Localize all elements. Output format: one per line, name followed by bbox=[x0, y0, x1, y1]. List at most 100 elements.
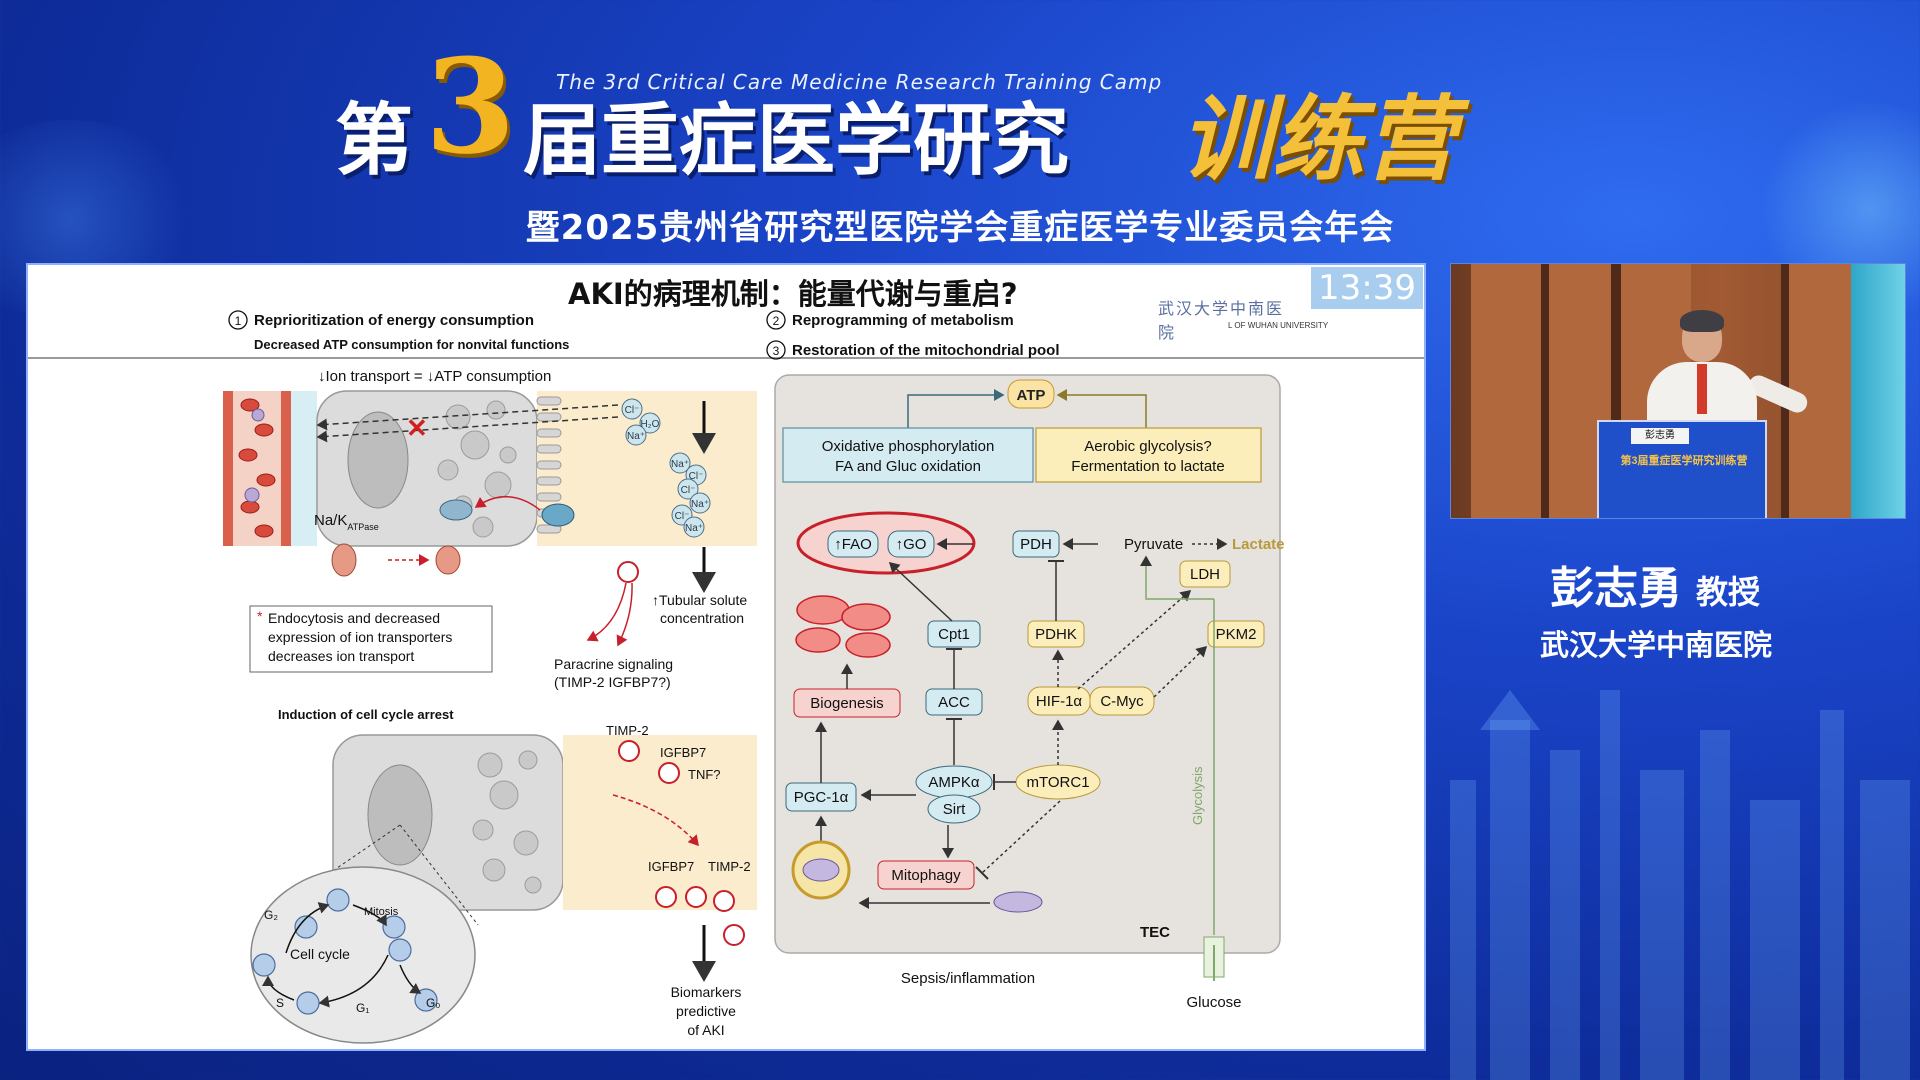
ldh-node bbox=[1179, 560, 1231, 588]
paracrine-label: Paracrine signaling bbox=[554, 656, 673, 672]
phase-g1: G₁ bbox=[356, 1001, 369, 1015]
speaker-name: 彭志勇教授 bbox=[1550, 552, 1760, 616]
svg-text:PKM2: PKM2 bbox=[1216, 626, 1257, 643]
banner-title-first: 第 bbox=[335, 96, 414, 186]
ion-label: Cl⁻ bbox=[675, 511, 690, 522]
svg-text:PDHK: PDHK bbox=[1035, 626, 1077, 643]
svg-text:FA and Gluc oxidation: FA and Gluc oxidation bbox=[835, 458, 981, 475]
ion-label: H₂O bbox=[641, 419, 660, 430]
banner-title-number: 3 bbox=[425, 30, 516, 183]
svg-text:HIF-1α: HIF-1α bbox=[1036, 693, 1083, 710]
ion-label: Cl⁻ bbox=[689, 471, 704, 482]
pyruvate-label: Pyruvate bbox=[1124, 536, 1183, 553]
paracrine-label: (TIMP-2 IGFBP7?) bbox=[554, 674, 671, 690]
speaker-title: 教授 bbox=[1696, 573, 1761, 611]
sirt-node bbox=[927, 794, 981, 824]
svg-text:PGC-1α: PGC-1α bbox=[794, 789, 849, 806]
endocytosis-box bbox=[249, 605, 493, 673]
university-logo: 武汉大学中南医院 L OF WUHAN UNIVERSITY bbox=[1158, 295, 1328, 342]
banner-title-middle: 届重症医学研究 bbox=[523, 96, 1070, 186]
svg-text:AMPKα: AMPKα bbox=[928, 774, 980, 791]
svg-text:3: 3 bbox=[773, 344, 780, 358]
svg-text:1: 1 bbox=[235, 314, 242, 328]
cpt1-node bbox=[927, 620, 981, 648]
go-node bbox=[887, 530, 935, 558]
timp2-label: TIMP-2 bbox=[606, 723, 649, 738]
mitochondrion bbox=[796, 511, 976, 575]
ion-label: Na⁺ bbox=[627, 431, 645, 442]
svg-text:Aerobic glycolysis?: Aerobic glycolysis? bbox=[1084, 438, 1212, 455]
lactate-label: Lactate bbox=[1232, 536, 1285, 553]
tnf-label: TNF? bbox=[688, 767, 721, 782]
sepsis-label: Sepsis/inflammation bbox=[901, 970, 1035, 987]
aerobic-glycolysis-box bbox=[1035, 427, 1262, 483]
svg-text:PDH: PDH bbox=[1020, 536, 1052, 553]
cmyc-node bbox=[1089, 686, 1155, 716]
university-logo-english: L OF WUHAN UNIVERSITY bbox=[1228, 321, 1329, 330]
speaker-organization: 武汉大学中南医院 bbox=[1540, 628, 1773, 662]
svg-text:LDH: LDH bbox=[1190, 566, 1220, 583]
ion-label: Na⁺ bbox=[685, 523, 703, 534]
banner-subtitle: 暨2025贵州省研究型医院学会重症医学专业委员会年会 bbox=[525, 208, 1395, 248]
slide-title: AKI的病理机制：能量代谢与重启? bbox=[568, 277, 1018, 311]
atp-node bbox=[1007, 379, 1055, 409]
svg-text:Cpt1: Cpt1 bbox=[938, 626, 970, 643]
ion-label: Cl⁻ bbox=[625, 405, 640, 416]
speaker-name-text: 彭志勇 bbox=[1550, 563, 1682, 614]
cell-cycle-label: Cell cycle bbox=[290, 946, 350, 962]
ion-label: Cl⁻ bbox=[681, 485, 696, 496]
tubular-solute-label: ↑Tubular solute bbox=[652, 592, 747, 608]
endocytosis-text: decreases ion transport bbox=[268, 648, 414, 664]
svg-text:ACC: ACC bbox=[938, 694, 970, 711]
svg-text:2: 2 bbox=[773, 314, 780, 328]
svg-text:Oxidative phosphorylation: Oxidative phosphorylation bbox=[822, 438, 995, 455]
phase-g0: G₀ bbox=[426, 996, 440, 1010]
ion-label: Na⁺ bbox=[691, 499, 709, 510]
svg-text:Mitophagy: Mitophagy bbox=[891, 867, 961, 884]
svg-text:*: * bbox=[257, 608, 263, 624]
oxphos-box bbox=[782, 427, 1034, 483]
event-banner: The 3rd Critical Care Medicine Research … bbox=[0, 0, 1920, 255]
igfbp7-label: IGFBP7 bbox=[660, 745, 706, 760]
step-1-label: Reprioritization of energy consumption bbox=[254, 312, 534, 329]
endocytosis-text: expression of ion transporters bbox=[268, 629, 452, 645]
speaker-video: 彭志勇 第3届重症医学研究训练营 bbox=[1450, 263, 1906, 519]
biomarkers-label: of AKI bbox=[687, 1022, 724, 1038]
city-skyline-decoration bbox=[1450, 690, 1910, 1080]
right-panel: 2 Reprogramming of metabolism 3 Restorat… bbox=[766, 310, 1285, 1011]
svg-text:✕: ✕ bbox=[406, 413, 428, 443]
svg-text:ATP: ATP bbox=[1017, 387, 1046, 404]
phase-g2: G₂ bbox=[264, 908, 278, 922]
podium: 彭志勇 第3届重症医学研究训练营 bbox=[1597, 420, 1767, 518]
aki-mechanism-figure: 1 Reprioritization of energy consumption… bbox=[223, 310, 1285, 1044]
fao-node bbox=[827, 530, 879, 558]
banner-title-camp: 训练营 bbox=[1180, 86, 1457, 193]
subhead-cell-cycle: Induction of cell cycle arrest bbox=[278, 707, 454, 722]
glucose-label: Glucose bbox=[1186, 994, 1241, 1011]
mitophagy-node bbox=[877, 860, 975, 890]
tec-label: TEC bbox=[1140, 924, 1170, 941]
svg-text:Fermentation to lactate: Fermentation to lactate bbox=[1071, 458, 1224, 475]
svg-text:C-Myc: C-Myc bbox=[1100, 693, 1144, 710]
endocytosis-text: Endocytosis and decreased bbox=[268, 610, 440, 626]
step-3-label: Restoration of the mitochondrial pool bbox=[792, 342, 1060, 359]
svg-text:mTORC1: mTORC1 bbox=[1026, 774, 1089, 791]
svg-text:↑FAO: ↑FAO bbox=[834, 536, 872, 553]
banner-title: 第 届重症医学研究 bbox=[335, 98, 1069, 184]
timer-display: 13:39 bbox=[1311, 267, 1423, 309]
igfbp7-label-b: IGFBP7 bbox=[648, 859, 694, 874]
ion-transport-equation: ↓Ion transport = ↓ATP consumption bbox=[318, 368, 551, 385]
timp2-label-b: TIMP-2 bbox=[708, 859, 751, 874]
biomarkers-label: predictive bbox=[676, 1003, 736, 1019]
phase-s: S bbox=[276, 996, 284, 1010]
step-2-label: Reprogramming of metabolism bbox=[792, 312, 1014, 329]
biomarkers-label: Biomarkers bbox=[671, 984, 742, 1000]
cell-cycle-diagram bbox=[250, 866, 476, 1044]
na-k-atpase-label: Na/KATPase bbox=[314, 512, 379, 532]
slide-divider bbox=[28, 357, 1424, 359]
pkm2-node bbox=[1207, 620, 1265, 648]
svg-text:Sirt: Sirt bbox=[943, 801, 966, 818]
svg-text:↑GO: ↑GO bbox=[896, 536, 927, 553]
ion-label: Na⁺ bbox=[671, 459, 689, 470]
tubular-solute-label: concentration bbox=[660, 610, 744, 626]
